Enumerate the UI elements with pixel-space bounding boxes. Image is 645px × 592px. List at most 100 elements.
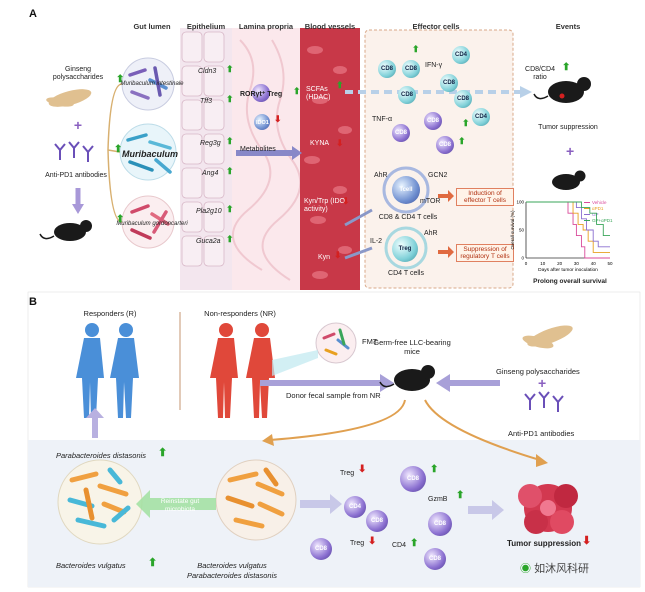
header-epithelium: Epithelium: [186, 22, 226, 31]
legend-label: Vehicle: [592, 200, 607, 205]
cd8-cell: CD8: [378, 60, 396, 78]
suppression-label: Suppression of regulatory T cells: [456, 244, 514, 262]
cd8-cell-b: CD8: [428, 512, 452, 536]
series-line-3: [526, 201, 610, 237]
gene-guca2a: Guca2a: [196, 238, 221, 245]
plus-sign: +: [73, 117, 83, 133]
gzmb-label: GzmB: [428, 496, 448, 503]
germfree-label: Germ-free LLC-bearing mice: [373, 338, 451, 356]
cd8-cell: CD8: [436, 136, 454, 154]
legend-label: GP: [592, 212, 599, 217]
gene-cldn3: Cldn3: [198, 68, 217, 75]
ifn-label: IFN-γ: [425, 62, 443, 69]
x-tick-label: 20: [557, 261, 563, 266]
fmt-label: FMT: [362, 337, 378, 346]
gzmb-up-arrow: ⬆: [456, 490, 465, 501]
cd8-cell-b: CD8: [424, 548, 446, 570]
x-axis-label: Days after tumor inoculation: [538, 267, 598, 273]
y-tick-label: 0: [521, 256, 524, 261]
treg-label-b: Treg: [340, 470, 355, 477]
pdistasonis2-label: Parabacteroides distasonis: [186, 571, 278, 580]
y-tick-label: 50: [519, 228, 525, 233]
cd4-cell-b: CD4: [344, 496, 366, 518]
header-effector-cells: Effector cells: [412, 22, 460, 31]
x-tick-label: 10: [540, 261, 546, 266]
parabacteroides-up-arrow: ⬆: [158, 447, 168, 459]
cd4-label-b: CD4: [392, 542, 407, 549]
x-tick-label: 0: [525, 261, 528, 266]
x-tick-label: 50: [607, 261, 613, 266]
bacteria-label-middle: Muribaculum: [121, 149, 179, 159]
ahr-label-2: AhR: [424, 230, 438, 237]
antibody-shapes: [54, 141, 564, 412]
cd8-cd4-cells-label: CD8 & CD4 T cells: [378, 214, 438, 221]
nonresponders-label: Non-responders (NR): [204, 309, 276, 318]
ido-down-arrow: ⬇: [274, 114, 282, 124]
kyna-down-arrow: ⬇: [336, 138, 344, 148]
up-arrow-top: ⬆: [116, 74, 125, 85]
up-arrow-middle: ⬆: [114, 144, 123, 155]
watermark: ◉ 如沐风科研: [520, 563, 590, 575]
mouse-shapes: [39, 77, 591, 391]
kyn-trp-down-arrow: ⬇: [342, 196, 350, 206]
gene-ang4: Ang4: [202, 170, 219, 177]
panel-a: A: [29, 8, 641, 282]
mtor-label: mTOR: [420, 198, 441, 205]
bvulgatus2-label: Bacteroides vulgatus: [197, 561, 267, 570]
effector-up-arrow: ⬆: [462, 118, 470, 128]
il2-label: IL-2: [370, 238, 383, 245]
rorgt-up-arrow: ⬆: [293, 86, 301, 96]
ido-cell: [254, 114, 270, 130]
gene-up-arrow: ⬆: [226, 64, 234, 74]
t-cell: Tcell: [392, 176, 420, 204]
cd8-cell-b: CD8: [366, 510, 388, 532]
kyn-label: Kyn: [318, 254, 331, 261]
scfa-label: SCFAs (HDAC): [306, 86, 331, 101]
header-gut-lumen: Gut lumen: [133, 22, 171, 31]
parabacteroides-label: Parabacteroides distasonis: [56, 451, 147, 460]
tumor-down-arrow: ⬇: [582, 535, 592, 547]
legend-label: αPD1: [592, 206, 604, 211]
cd4-cell: CD4: [472, 108, 490, 126]
cd4-cells-label: CD4 T cells: [388, 270, 424, 277]
gene-tff3: Tff3: [200, 98, 213, 105]
ginseng-b-label: Ginseng polysaccharides: [496, 367, 580, 376]
tnf-label: TNF-α: [372, 116, 392, 123]
responders-label: Responders (R): [83, 309, 137, 318]
metabolites-arrow: [236, 146, 302, 160]
antipd1-label: Anti-PD1 antibodies: [45, 172, 107, 179]
cd4-cell: CD4: [452, 46, 470, 64]
cd8-up-arrow: ⬆: [430, 464, 439, 475]
scfa-up-arrow: ⬆: [336, 80, 344, 90]
tumor-suppression-a: Tumor suppression: [538, 124, 598, 131]
effector-up-arrow: ⬆: [458, 136, 466, 146]
gene-up-arrow: ⬆: [226, 136, 234, 146]
treg-cell-lamina: [252, 84, 270, 102]
bacteria-label-bottom: Muribaculum gordoncarteri: [116, 221, 188, 227]
gene-up-arrow: ⬆: [226, 166, 234, 176]
cd8-cell: CD8: [402, 60, 420, 78]
bacteria-label-top: Muribaculum intestinale: [120, 81, 184, 87]
ratio-label: CD8/CD4 ratio: [525, 66, 555, 81]
cd8-cell-b: CD8: [400, 466, 426, 492]
ahr-label: AhR: [374, 172, 388, 179]
rorgt-treg-label: RORγt⁺ Treg: [240, 91, 283, 98]
cd8-cell-b: CD8: [310, 538, 332, 560]
wechat-icon: ◉: [520, 563, 531, 575]
cd4-up-arrow: ⬆: [410, 538, 419, 549]
gene-pla2g10: Pla2g10: [196, 208, 222, 215]
bvulgatus-up-arrow: ⬆: [148, 557, 158, 569]
header-blood-vessels: Blood vessels: [304, 22, 356, 31]
cd8-cell: CD8: [454, 90, 472, 108]
legend-label: GP+αPD1: [592, 218, 613, 223]
gcn2-label: GCN2: [428, 172, 448, 179]
ginseng-label: Ginseng polysaccharides: [52, 66, 104, 81]
cd8-cell: CD8: [392, 124, 410, 142]
panel-b-letter: B: [29, 296, 37, 308]
cd8-cell: CD8: [440, 74, 458, 92]
treg-label-b2: Treg: [350, 540, 365, 547]
x-tick-label: 30: [574, 261, 580, 266]
kyna-label: KYNA: [310, 140, 330, 147]
kyn-trp-label: Kyn/Trp (IDO activity): [304, 198, 345, 213]
